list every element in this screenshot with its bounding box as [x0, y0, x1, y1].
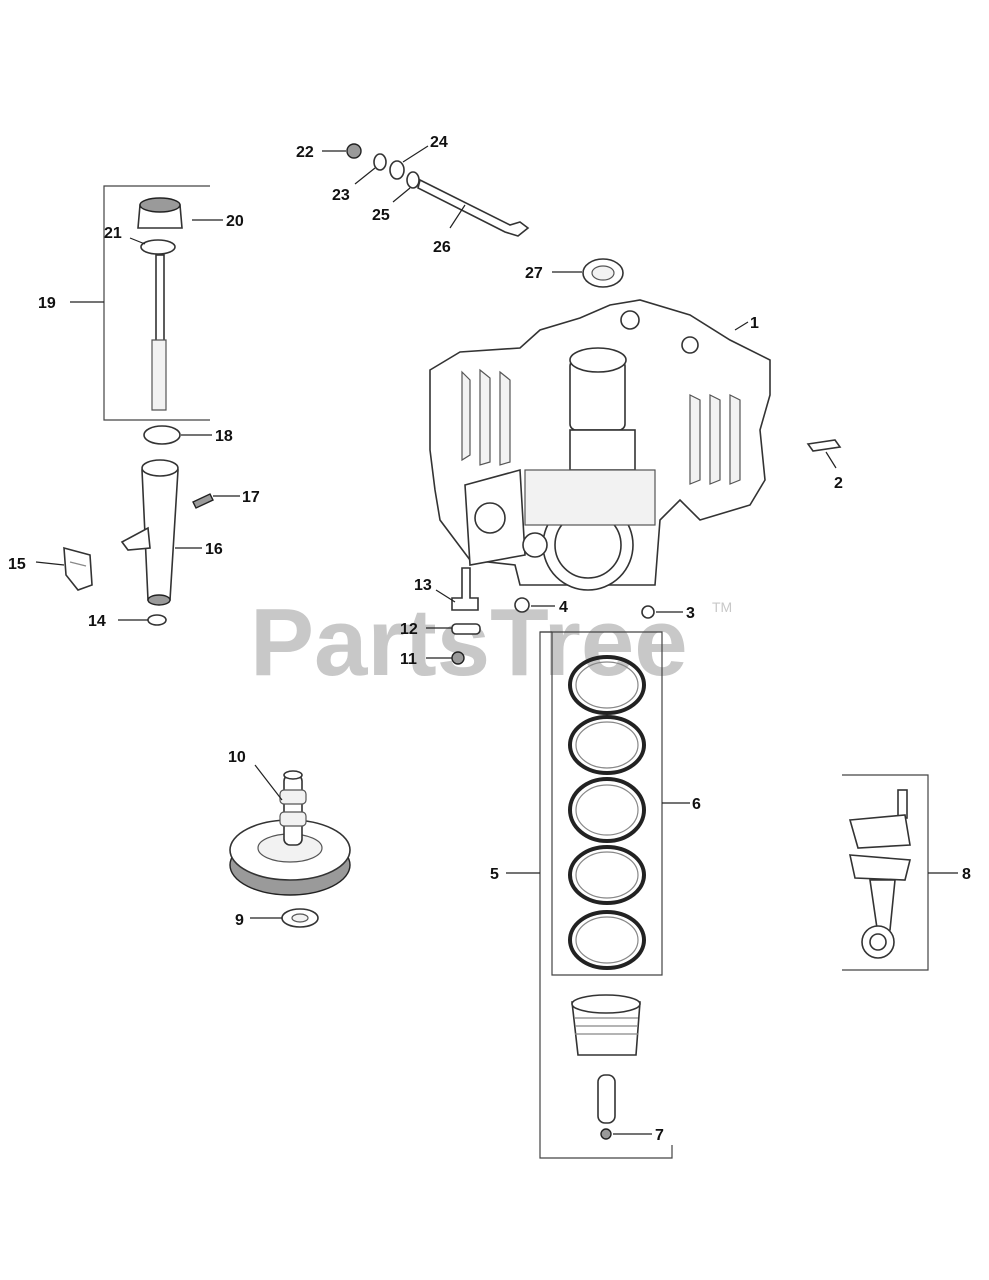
callout-26[interactable]: 26 — [433, 239, 451, 256]
connecting-rod-part[interactable] — [848, 789, 912, 959]
pin-12-part[interactable] — [451, 623, 481, 635]
callout-6[interactable]: 6 — [692, 796, 701, 813]
callout-7[interactable]: 7 — [655, 1127, 664, 1144]
watermark: PartsTree TM — [250, 589, 732, 696]
callout-12[interactable]: 12 — [400, 621, 418, 638]
plug-3-part[interactable] — [641, 605, 655, 619]
piston-ring-set-part[interactable] — [568, 655, 646, 970]
callout-20[interactable]: 20 — [226, 213, 244, 230]
ring-set-bracket — [551, 631, 663, 976]
washer-9-part[interactable] — [281, 908, 319, 928]
callout-13[interactable]: 13 — [414, 577, 432, 594]
callout-4[interactable]: 4 — [559, 599, 568, 616]
washer-25-part[interactable] — [406, 171, 420, 189]
callout-21[interactable]: 21 — [104, 225, 122, 242]
retainer-7-part[interactable] — [600, 1128, 612, 1140]
washer-24-part[interactable] — [389, 160, 405, 180]
callout-25[interactable]: 25 — [372, 207, 390, 224]
callout-15[interactable]: 15 — [8, 556, 26, 573]
callout-14[interactable]: 14 — [88, 613, 106, 630]
clip-15-part[interactable] — [63, 546, 93, 591]
callout-18[interactable]: 18 — [215, 428, 233, 445]
callout-24[interactable]: 24 — [430, 134, 448, 151]
piston-assembly-bracket — [539, 631, 673, 1159]
washer-23-part[interactable] — [373, 153, 387, 171]
callout-16[interactable]: 16 — [205, 541, 223, 558]
o-ring-14-part[interactable] — [147, 614, 167, 626]
callout-3[interactable]: 3 — [686, 605, 695, 622]
nut-22-part[interactable] — [346, 143, 362, 159]
plug-4-part[interactable] — [514, 597, 530, 613]
dipstick-part[interactable] — [151, 254, 167, 411]
piston-part[interactable] — [571, 994, 641, 1124]
crankcase-part[interactable] — [429, 299, 771, 591]
callout-1[interactable]: 1 — [750, 315, 759, 332]
callout-8[interactable]: 8 — [962, 866, 971, 883]
callout-17[interactable]: 17 — [242, 489, 260, 506]
dipstick-tube-part[interactable] — [120, 459, 179, 606]
governor-shaft-part[interactable] — [417, 178, 530, 237]
camshaft-part[interactable] — [229, 770, 351, 896]
callout-22[interactable]: 22 — [296, 144, 314, 161]
callout-11[interactable]: 11 — [400, 651, 417, 668]
callout-10[interactable]: 10 — [228, 749, 246, 766]
callout-19[interactable]: 19 — [38, 295, 56, 312]
oil-seal-27-part[interactable] — [582, 258, 624, 288]
o-ring-21-part[interactable] — [140, 239, 176, 255]
watermark-tm: TM — [712, 599, 732, 615]
bracket-13-part[interactable] — [451, 567, 479, 611]
callout-9[interactable]: 9 — [235, 912, 244, 929]
callout-23[interactable]: 23 — [332, 187, 350, 204]
cap-20-part[interactable] — [137, 197, 183, 229]
callout-2[interactable]: 2 — [834, 475, 843, 492]
o-ring-18-part[interactable] — [143, 425, 181, 445]
screw-11-part[interactable] — [451, 651, 465, 665]
callout-27[interactable]: 27 — [525, 265, 543, 282]
dowel-pin-2-part[interactable] — [806, 439, 842, 452]
dipstick-assembly-bracket — [103, 185, 210, 421]
screw-17-part[interactable] — [192, 493, 214, 509]
callout-5[interactable]: 5 — [490, 866, 499, 883]
